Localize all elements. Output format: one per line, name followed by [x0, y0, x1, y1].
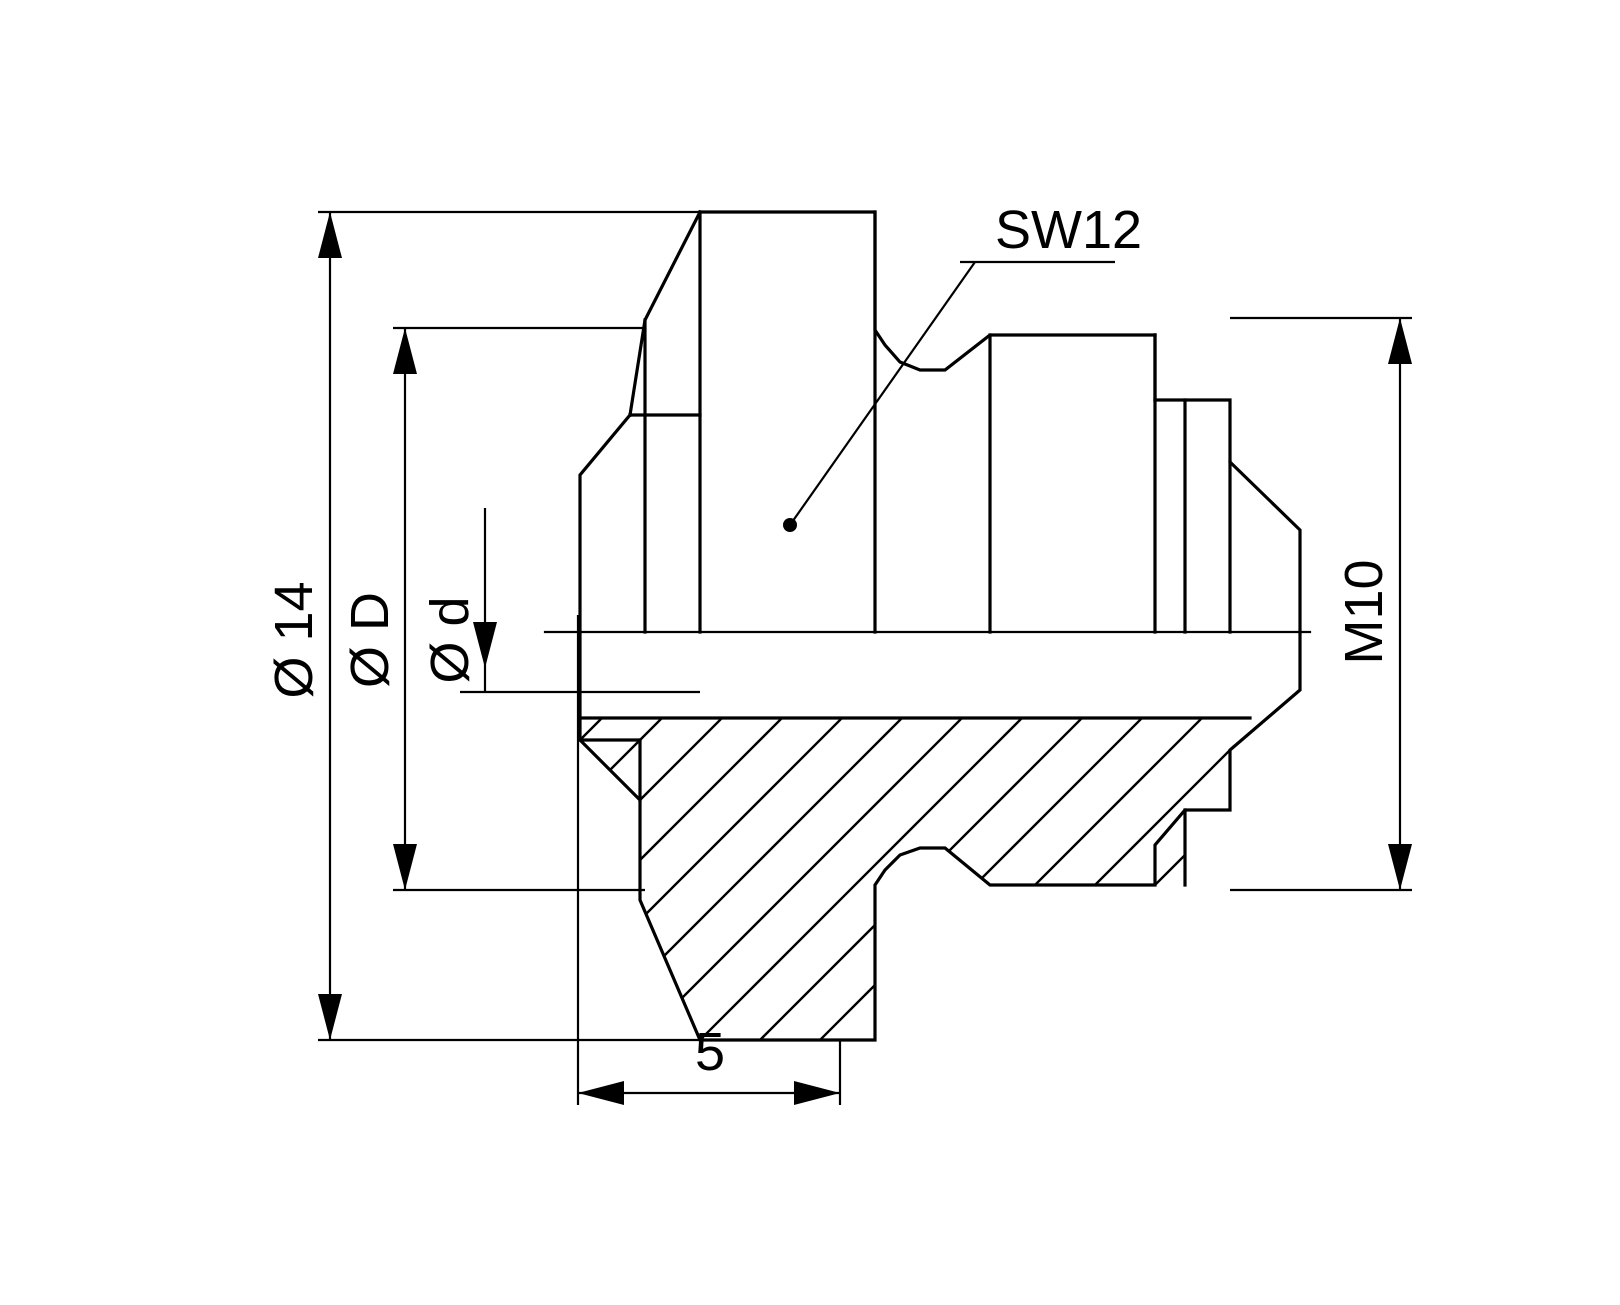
dimension-label-length: 5 — [695, 1022, 725, 1082]
part-lower-profile — [578, 630, 1302, 1042]
leader-sw12: SW12 — [783, 200, 1142, 532]
dimension-label-outer-diameter: Ø 14 — [264, 581, 324, 698]
dimension-label-diameter-d: Ø d — [420, 596, 480, 683]
dimension-label-thread: M10 — [1334, 559, 1394, 664]
dimension-thread-M10: M10 — [1230, 316, 1412, 892]
dimension-label-diameter-D: Ø D — [340, 592, 400, 688]
dimension-outer-diameter-14: Ø 14 — [264, 210, 700, 1042]
dimension-diameter-d: Ø d — [420, 508, 700, 694]
callout-label-sw12: SW12 — [995, 200, 1142, 260]
dimension-diameter-D: Ø D — [340, 326, 645, 892]
leader-dot-icon — [783, 518, 797, 532]
part-upper-profile — [578, 209, 1302, 634]
dimension-length-5: 5 — [576, 615, 842, 1105]
section-hatching — [580, 718, 1250, 1040]
